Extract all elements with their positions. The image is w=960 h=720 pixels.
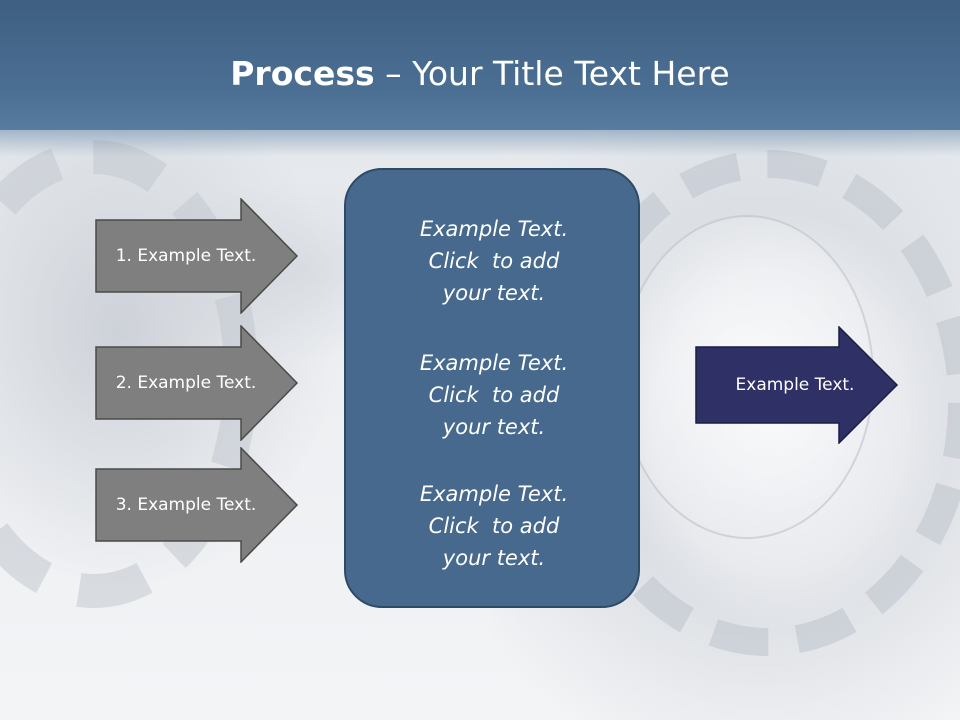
- center-line: Example Text.: [419, 351, 569, 375]
- step-label-1: 1. Example Text.: [115, 246, 257, 266]
- result-arrow[interactable]: Example Text.: [695, 326, 899, 444]
- step-arrow-1[interactable]: 1. Example Text.: [95, 198, 299, 314]
- title-rest-text: – Your Title Text Here: [374, 54, 730, 93]
- center-text-block-1: Example Text. Click to add your text.: [346, 213, 642, 309]
- result-arrow-label: Example Text.: [735, 375, 855, 395]
- arrow-shape-2: [95, 325, 299, 441]
- result-arrow-shape: [695, 326, 899, 444]
- center-line: Click to add: [428, 514, 560, 538]
- center-line: Click to add: [428, 383, 560, 407]
- center-line: your text.: [442, 415, 546, 439]
- slide-title[interactable]: Process – Your Title Text Here: [0, 52, 960, 96]
- step-label-2: 2. Example Text.: [115, 373, 257, 393]
- center-text-box[interactable]: Example Text. Click to add your text. Ex…: [344, 168, 640, 608]
- arrow-shape-3: [95, 447, 299, 563]
- step-label-3: 3. Example Text.: [115, 495, 257, 515]
- title-bold-text: Process: [230, 54, 375, 93]
- center-text-block-2: Example Text. Click to add your text.: [346, 347, 642, 443]
- center-text-block-3: Example Text. Click to add your text.: [346, 478, 642, 574]
- center-line: Example Text.: [419, 217, 569, 241]
- center-line: your text.: [442, 281, 546, 305]
- center-line: your text.: [442, 546, 546, 570]
- title-bar: [0, 0, 960, 156]
- step-arrow-3[interactable]: 3. Example Text.: [95, 447, 299, 563]
- center-line: Click to add: [428, 249, 560, 273]
- step-arrow-2[interactable]: 2. Example Text.: [95, 325, 299, 441]
- arrow-shape-1: [95, 198, 299, 314]
- center-line: Example Text.: [419, 482, 569, 506]
